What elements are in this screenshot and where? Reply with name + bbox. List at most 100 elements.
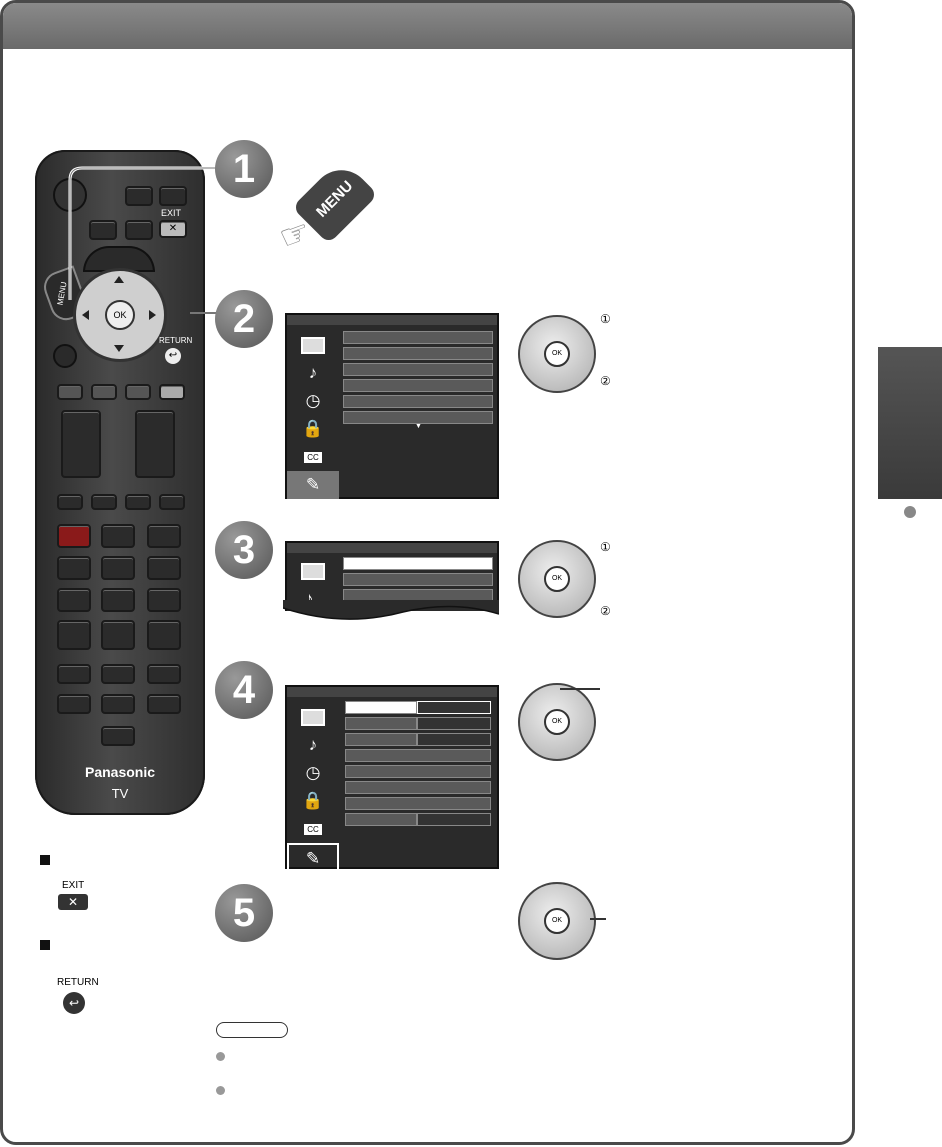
setup-icon: ✎ <box>287 471 339 499</box>
legend-return-label: RETURN <box>57 977 99 988</box>
torn-edge <box>283 600 499 620</box>
menu-row-selected[interactable] <box>343 557 493 570</box>
setting-name[interactable] <box>345 813 417 826</box>
menu-row[interactable] <box>343 331 493 344</box>
note-bullet <box>216 1052 225 1061</box>
step5-pad: OK <box>518 882 596 960</box>
menu-screen-setup: ♪ ◷ 🔒 CC ✎ <box>285 685 499 875</box>
color-button[interactable] <box>159 384 185 400</box>
number-button[interactable] <box>101 620 135 650</box>
setting-name-selected[interactable] <box>345 701 417 714</box>
number-button[interactable] <box>147 588 181 612</box>
menu-top-strip <box>287 315 497 325</box>
exit-icon: ✕ <box>58 894 88 910</box>
menu-row[interactable] <box>343 347 493 360</box>
number-button[interactable] <box>101 524 135 548</box>
step3-mark-1: ① <box>600 540 611 554</box>
remote-button[interactable] <box>53 344 77 368</box>
remote-button[interactable] <box>147 664 181 684</box>
step-1-badge: 1 <box>215 140 273 198</box>
number-button[interactable] <box>57 588 91 612</box>
channel-rocker[interactable] <box>135 410 175 478</box>
side-tab <box>878 347 942 499</box>
lock-icon: 🔒 <box>302 791 324 810</box>
step4-ok: OK <box>544 709 570 735</box>
color-button[interactable] <box>125 384 151 400</box>
remote-button[interactable] <box>159 494 185 510</box>
legend-marker <box>40 940 50 950</box>
setting-value[interactable] <box>417 813 491 826</box>
return-icon: ↩ <box>63 992 85 1014</box>
remote-button[interactable] <box>125 220 153 240</box>
remote-button[interactable] <box>57 494 83 510</box>
return-button[interactable]: ↩ <box>165 348 181 364</box>
volume-rocker[interactable] <box>61 410 101 478</box>
number-button[interactable] <box>57 524 91 548</box>
menu-row[interactable] <box>345 781 491 794</box>
step2-mark-1: ① <box>600 312 611 326</box>
number-button[interactable] <box>147 524 181 548</box>
step4-pad: OK <box>518 683 596 761</box>
step-3-badge: 3 <box>215 521 273 579</box>
menu-row[interactable] <box>343 363 493 376</box>
number-button[interactable] <box>147 556 181 580</box>
remote-button[interactable] <box>101 694 135 714</box>
menu-row[interactable] <box>345 797 491 810</box>
remote-button[interactable] <box>101 726 135 746</box>
setting-name[interactable] <box>345 733 417 746</box>
number-button[interactable] <box>57 556 91 580</box>
remote-button[interactable] <box>125 186 153 206</box>
remote-button[interactable] <box>57 664 91 684</box>
step-2-badge: 2 <box>215 290 273 348</box>
step2-pad: OK <box>518 315 596 393</box>
remote-button[interactable] <box>147 694 181 714</box>
remote-button[interactable] <box>101 664 135 684</box>
step4-pointer <box>560 688 600 690</box>
step2-mark-2: ② <box>600 374 611 388</box>
audio-icon: ♪ <box>308 735 318 754</box>
dpad[interactable]: OK <box>73 268 167 362</box>
menu-row[interactable] <box>343 379 493 392</box>
menu-row[interactable] <box>345 765 491 778</box>
setting-value[interactable] <box>417 733 491 746</box>
menu-row[interactable] <box>345 749 491 762</box>
color-button[interactable] <box>91 384 117 400</box>
number-button[interactable] <box>147 620 181 650</box>
menu-row[interactable] <box>343 411 493 424</box>
step-5-badge: 5 <box>215 884 273 942</box>
step5-pointer <box>590 918 606 920</box>
picture-icon <box>287 331 339 359</box>
remote-button[interactable] <box>57 694 91 714</box>
setup-icon: ✎ <box>287 843 339 875</box>
return-label: RETURN <box>159 336 193 345</box>
brand-logo: Panasonic <box>84 764 156 780</box>
cc-icon: CC <box>287 815 339 843</box>
remote-button[interactable] <box>89 220 117 240</box>
number-button[interactable] <box>101 588 135 612</box>
setting-value[interactable] <box>417 717 491 730</box>
setting-name[interactable] <box>345 717 417 730</box>
lock-icon: 🔒 <box>302 419 324 438</box>
left-arrow-icon <box>82 310 89 320</box>
exit-label: EXIT <box>161 208 182 218</box>
note-bullet <box>216 1086 225 1095</box>
exit-button[interactable]: ✕ <box>159 220 187 238</box>
number-button[interactable] <box>101 556 135 580</box>
menu-screen-main: ♪ ◷ 🔒 CC ✎ ▼ <box>285 313 499 499</box>
number-button[interactable] <box>57 620 91 650</box>
ok-button[interactable]: OK <box>105 300 135 330</box>
remote-button[interactable] <box>125 494 151 510</box>
menu-row[interactable] <box>343 395 493 408</box>
color-button[interactable] <box>57 384 83 400</box>
step-4-badge: 4 <box>215 661 273 719</box>
up-arrow-icon <box>114 276 124 283</box>
remote-control: EXIT ✕ MENU OK RETURN ↩ Panasonic TV <box>35 150 205 815</box>
step3-ok: OK <box>544 566 570 592</box>
note-badge <box>216 1022 288 1038</box>
menu-icon-column: ♪ ◷ 🔒 CC ✎ <box>287 703 339 875</box>
legend-marker <box>40 855 50 865</box>
remote-button[interactable] <box>91 494 117 510</box>
remote-button[interactable] <box>159 186 187 206</box>
setting-value-selected[interactable] <box>417 701 491 714</box>
menu-row[interactable] <box>343 573 493 586</box>
